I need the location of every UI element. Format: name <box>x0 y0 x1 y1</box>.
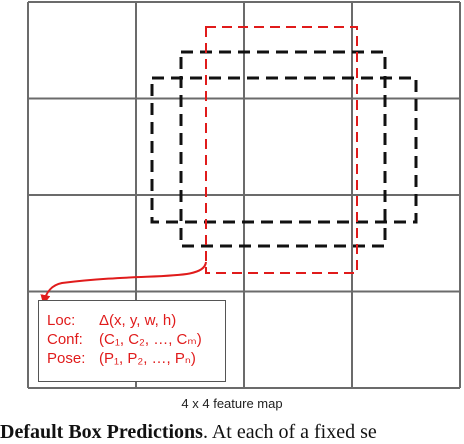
feature-map-diagram <box>27 1 461 389</box>
feature-map-caption: 4 x 4 feature map <box>181 396 283 411</box>
pose-label: Pose: <box>47 350 86 367</box>
conf-value: (C₁, C₂, …, Cₘ) <box>99 331 202 348</box>
loc-row: Loc: Δ(x, y, w, h) <box>47 311 225 330</box>
pose-row: Pose: (P₁, P₂, …, Pₙ) <box>47 349 225 368</box>
feature-map-grid <box>27 1 461 389</box>
pose-value: (P₁, P₂, …, Pₙ) <box>99 350 196 367</box>
loc-value: Δ(x, y, w, h) <box>99 312 177 329</box>
bottom-rest-text: . At each of a fixed se <box>202 421 377 443</box>
bottom-bold-text: Default Box Predictions <box>0 421 203 443</box>
default-box-tall-selected <box>205 26 358 274</box>
default-box-wide <box>150 76 418 224</box>
loc-label: Loc: <box>47 312 76 329</box>
default-boxes <box>150 26 418 274</box>
default-box-square <box>179 50 387 248</box>
prediction-box: Loc: Δ(x, y, w, h) Conf: (C₁, C₂, …, Cₘ)… <box>38 300 226 382</box>
prediction-arrow <box>40 261 207 305</box>
conf-label: Conf: <box>47 331 83 348</box>
conf-row: Conf: (C₁, C₂, …, Cₘ) <box>47 330 225 349</box>
bottom-paragraph: Default Box Predictions. At each of a fi… <box>0 421 464 444</box>
